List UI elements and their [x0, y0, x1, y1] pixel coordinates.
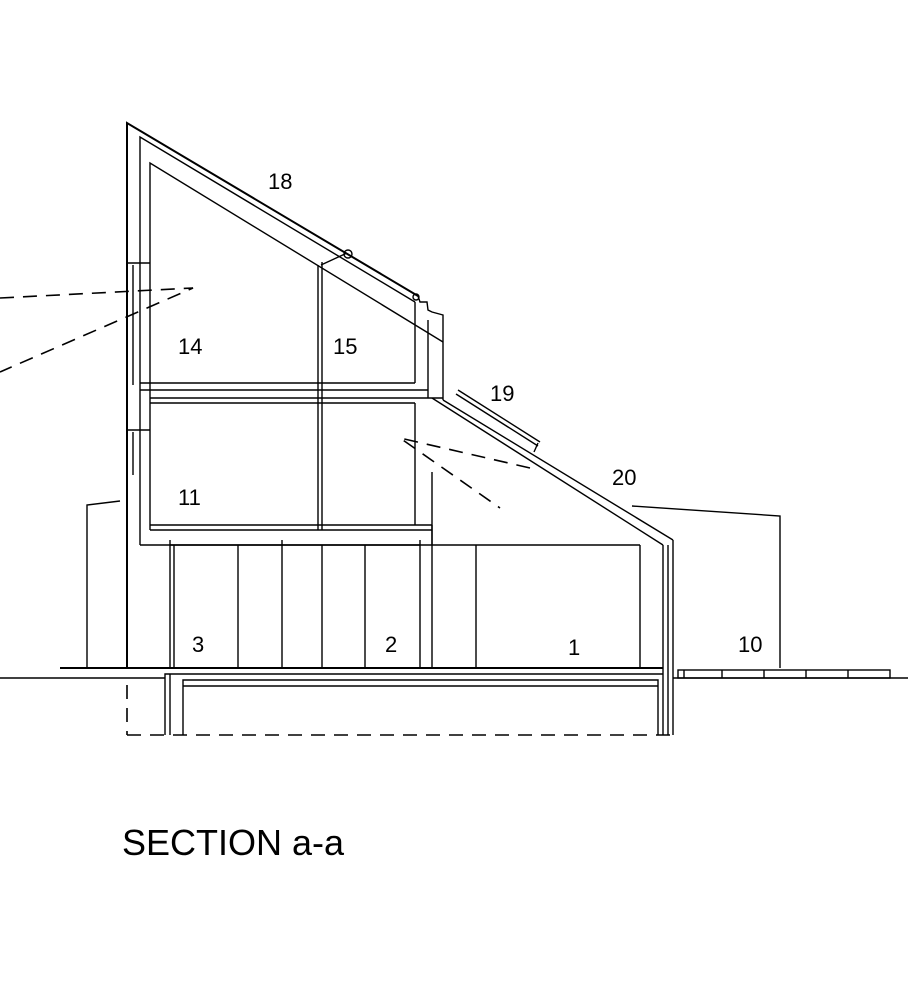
sightlines — [0, 287, 531, 509]
label-3: 3 — [192, 632, 204, 657]
label-18: 18 — [268, 169, 292, 194]
upper-walls — [126, 121, 444, 668]
label-20: 20 — [612, 465, 636, 490]
label-11: 11 — [178, 485, 201, 510]
label-19: 19 — [490, 381, 514, 406]
paving — [677, 669, 891, 679]
ground-floor — [0, 540, 908, 735]
section-title: SECTION a-a — [122, 822, 345, 863]
label-10: 10 — [738, 632, 762, 657]
foundation-dashed — [126, 685, 673, 736]
leader-lines — [86, 500, 781, 668]
roof-window-18 — [320, 249, 420, 301]
lower-roof — [431, 389, 674, 735]
label-1: 1 — [568, 635, 580, 660]
partitions-and-floors — [140, 262, 443, 668]
label-15: 15 — [333, 334, 357, 359]
label-14: 14 — [178, 334, 202, 359]
label-2: 2 — [385, 632, 397, 657]
